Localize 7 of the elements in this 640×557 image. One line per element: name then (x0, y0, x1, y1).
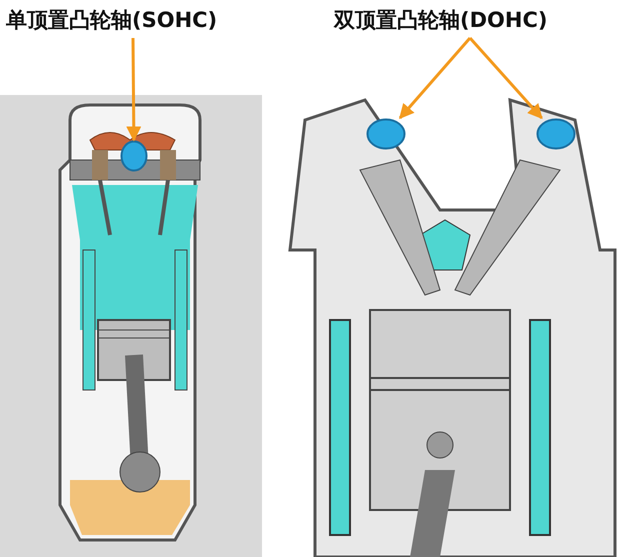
camshaft-lobe (536, 118, 576, 150)
heading-label: 双顶置凸轮轴(DOHC) (334, 6, 634, 36)
camshaft-lobe (366, 118, 406, 150)
leader-arrow (126, 38, 142, 142)
leader-arrow (468, 37, 543, 120)
heading-label: 单顶置凸轮轴(SOHC) (6, 6, 306, 36)
leader-arrow (398, 37, 472, 120)
